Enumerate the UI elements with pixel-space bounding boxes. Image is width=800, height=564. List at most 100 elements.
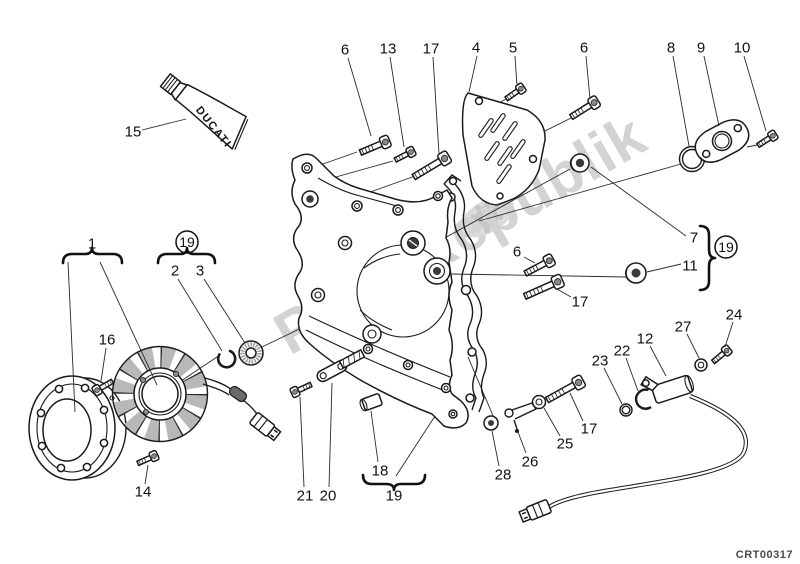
bolt-6-top-left — [357, 133, 393, 160]
callout-label-8: 8 — [667, 40, 675, 57]
callout-label-19: 19 — [386, 488, 403, 505]
brace-group-19-bottom — [361, 473, 427, 492]
callout-label-3: 3 — [196, 263, 204, 280]
callout-label-13: 13 — [380, 41, 397, 58]
callout-leader-28 — [491, 430, 500, 467]
callout-leader-22 — [625, 357, 639, 392]
callout-label-22: 22 — [614, 343, 631, 360]
washer-27-drawing — [694, 358, 708, 372]
screw-5 — [502, 81, 528, 104]
callout-leader-12 — [649, 345, 667, 377]
circled-callout-label-19: 19 — [718, 239, 734, 255]
callout-leader-7 — [590, 166, 687, 237]
callout-label-7: 7 — [690, 230, 698, 247]
callout-leader-3 — [203, 278, 246, 344]
flange-9-drawing — [694, 119, 750, 163]
sensor-cable-connector — [518, 499, 552, 523]
heat-guard-drawing — [461, 92, 546, 206]
callout-leader-9 — [703, 55, 720, 127]
callout-leader-16 — [100, 347, 107, 382]
callout-label-12: 12 — [637, 331, 654, 348]
callout-leader-1 — [99, 261, 158, 386]
spacer-7-drawing — [569, 153, 590, 173]
gasket-drawing — [443, 174, 487, 413]
callout-leader-17 — [432, 56, 440, 155]
stud-13 — [392, 145, 418, 166]
group-braces — [61, 224, 717, 492]
callout-label-24: 24 — [726, 307, 743, 324]
callout-label-28: 28 — [495, 467, 512, 484]
heat-guard-slots — [478, 113, 526, 184]
sensor-12-drawing — [518, 374, 748, 523]
flywheel-holes — [36, 383, 109, 473]
circled-callout-ring-19 — [175, 230, 199, 254]
sensor-cable-core — [548, 394, 747, 508]
callout-leader-20 — [328, 382, 333, 488]
callout-label-21: 21 — [297, 488, 314, 505]
callout-leader-4 — [468, 55, 478, 93]
callout-leader-6 — [347, 57, 372, 137]
cover-arm-holes — [301, 162, 444, 216]
callout-leader-8 — [672, 55, 690, 147]
bearing-drawing — [238, 340, 264, 366]
callout-label-17: 17 — [423, 41, 440, 58]
sensor-cable-outline — [547, 394, 748, 509]
brace-group-19-left — [156, 246, 217, 265]
gear-icon — [471, 201, 503, 233]
circled-callout-label-19: 19 — [179, 234, 195, 250]
bolt-24 — [709, 343, 734, 367]
callout-leader-13 — [389, 56, 405, 148]
callout-label-6: 6 — [580, 40, 588, 57]
callout-label-17: 17 — [572, 294, 589, 311]
callout-leader-11 — [646, 263, 682, 273]
bolt-17-lower — [543, 373, 587, 407]
stator-connector — [249, 412, 282, 442]
callout-leader-14 — [144, 464, 149, 485]
callout-leader-23 — [603, 367, 623, 405]
callout-label-23: 23 — [592, 353, 609, 370]
callout-leader-24 — [724, 321, 734, 348]
callout-label-11: 11 — [682, 258, 698, 275]
callout-leader-6 — [523, 256, 536, 264]
callout-label-16: 16 — [99, 332, 116, 349]
washer-25-drawing — [531, 394, 547, 410]
callout-label-5: 5 — [509, 40, 517, 57]
callout-leader-25 — [543, 407, 561, 437]
catalog-code: CRT00317 — [735, 549, 793, 561]
callout-leader-2 — [177, 278, 223, 352]
oring-23-drawing — [619, 403, 633, 417]
grommet-28-drawing — [483, 415, 499, 431]
spacer-11-drawing — [625, 262, 647, 284]
brace-group-1 — [61, 246, 124, 265]
callout-label-25: 25 — [557, 436, 574, 453]
callout-label-1: 1 — [88, 236, 96, 253]
brace-group-19-right — [698, 224, 717, 292]
callout-leader-17 — [556, 288, 572, 298]
callout-leader-1 — [67, 261, 76, 413]
callout-label-18: 18 — [372, 463, 389, 480]
callout-label-14: 14 — [135, 484, 152, 501]
clip-26-drawing — [504, 402, 537, 433]
callout-label-4: 4 — [472, 40, 480, 57]
stator-drawing — [111, 345, 282, 443]
washer-drawing — [216, 349, 237, 369]
callout-leader-27 — [686, 333, 700, 359]
callout-leader-17 — [569, 392, 584, 422]
callout-label-26: 26 — [522, 454, 539, 471]
callout-label-2: 2 — [171, 263, 179, 280]
flywheel-drawing — [28, 375, 127, 481]
callout-leader-6 — [585, 55, 591, 100]
bolt-10 — [754, 128, 780, 151]
callout-leader-26 — [517, 431, 527, 454]
callout-label-27: 27 — [675, 319, 692, 336]
callout-label-20: 20 — [320, 488, 337, 505]
callout-leader-5 — [514, 55, 518, 87]
callout-leader-21 — [299, 396, 305, 488]
callout-label-6: 6 — [513, 244, 521, 261]
callout-label-9: 9 — [697, 40, 705, 57]
callout-label-6: 6 — [341, 42, 349, 59]
callout-label-17: 17 — [581, 421, 598, 438]
callout-leader-10 — [743, 55, 767, 132]
